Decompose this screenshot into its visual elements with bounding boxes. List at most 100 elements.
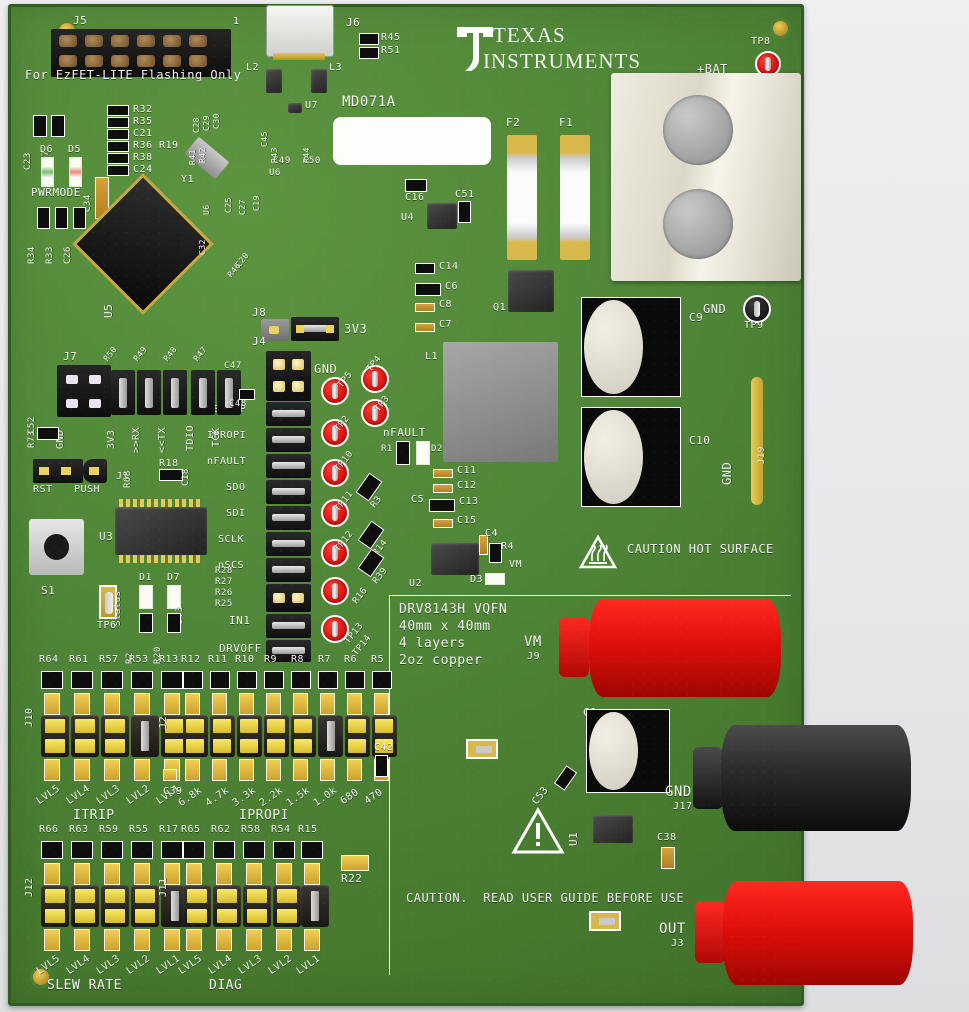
testpoint-tp11[interactable] bbox=[321, 499, 349, 527]
jumper-j7-rx[interactable] bbox=[137, 370, 161, 415]
refdes-d1: D1 bbox=[139, 572, 153, 583]
gnd-loop-j19[interactable] bbox=[751, 377, 763, 505]
testpoint-tp3[interactable] bbox=[361, 399, 389, 427]
refdes-r49: R49 bbox=[131, 344, 149, 363]
connector-label-j7: J7 bbox=[63, 350, 78, 363]
refdes-c16: C16 bbox=[405, 192, 425, 203]
jumper-sclk[interactable] bbox=[266, 532, 311, 556]
header-gap[interactable] bbox=[266, 584, 311, 612]
banana-barrel-gnd bbox=[693, 747, 723, 809]
jumper-ipropi[interactable] bbox=[266, 428, 311, 452]
jumper-nfault[interactable] bbox=[266, 454, 311, 478]
component-c39 bbox=[163, 769, 177, 781]
resistor-stack-left bbox=[107, 105, 129, 176]
refdes-r62: R62 bbox=[211, 824, 231, 835]
jumper-j8[interactable] bbox=[291, 317, 339, 341]
jumper-j7-tx[interactable] bbox=[163, 370, 187, 415]
inductor-l3 bbox=[311, 69, 327, 93]
testpoint-tp10[interactable] bbox=[321, 459, 349, 487]
refdes-u3: U3 bbox=[99, 530, 114, 543]
ic-u2 bbox=[431, 543, 479, 575]
tp-label-tp9: TP9 bbox=[744, 320, 764, 331]
fuse-f1 bbox=[560, 135, 590, 260]
refdes-c4: C4 bbox=[485, 528, 499, 539]
refdes-r27: R27 bbox=[215, 577, 233, 587]
refdes-r63: R63 bbox=[69, 824, 89, 835]
testpoint-tp6[interactable] bbox=[99, 585, 117, 619]
usb-connector-j6[interactable] bbox=[266, 5, 334, 57]
refdes-r13: R13 bbox=[159, 654, 179, 665]
ic-u1 bbox=[593, 815, 633, 843]
pin1-marker-j5: 1 bbox=[233, 16, 240, 27]
testpoint-tp9[interactable] bbox=[743, 295, 771, 323]
label-vm-jack: VM bbox=[524, 634, 542, 650]
header-j7-block1[interactable] bbox=[57, 365, 111, 417]
refdes-c29: C29 bbox=[202, 115, 211, 131]
jumper-j7-3v3[interactable] bbox=[111, 370, 135, 415]
testpoint-tp12[interactable] bbox=[321, 539, 349, 567]
led-d3 bbox=[485, 573, 505, 585]
jumper-push[interactable] bbox=[83, 459, 107, 483]
pcb-board: J5 1 For EzF bbox=[8, 4, 913, 1006]
component-c37 bbox=[51, 115, 65, 137]
banana-jack-out[interactable] bbox=[723, 881, 913, 985]
testpoint-tp14[interactable] bbox=[321, 615, 349, 643]
label-gnd-tp9: GND bbox=[703, 302, 727, 316]
jumper-column bbox=[266, 402, 311, 642]
jumper-j7-tck[interactable] bbox=[217, 370, 241, 415]
terminal-block-bat[interactable] bbox=[611, 73, 801, 281]
testpoint-tp8[interactable] bbox=[755, 51, 781, 77]
jumper-nsleep[interactable] bbox=[266, 402, 311, 426]
refdes-c5: C5 bbox=[411, 494, 425, 505]
label-vm-led: VM bbox=[509, 559, 523, 570]
refdes-r26: R26 bbox=[215, 588, 233, 598]
jumper-rst[interactable] bbox=[33, 459, 83, 483]
label-pwrmode: PWRMODE bbox=[31, 186, 81, 199]
connector-label-j4: J4 bbox=[252, 335, 267, 348]
header-j4[interactable] bbox=[266, 351, 311, 401]
jumper-label-nscs: nSCS bbox=[218, 560, 245, 571]
j5-pin-grid bbox=[55, 33, 227, 73]
jumper-nscs[interactable] bbox=[266, 558, 311, 582]
refdes-u1: U1 bbox=[567, 831, 580, 846]
component-c42 bbox=[375, 755, 388, 777]
pushbutton-s1[interactable] bbox=[29, 519, 84, 575]
j7-pin-label-tx: <<TX bbox=[157, 426, 168, 453]
mounting-hole-bottom-left bbox=[33, 969, 49, 985]
testpoint-tp5[interactable] bbox=[321, 377, 349, 405]
jumper-j7-tdio[interactable] bbox=[191, 370, 215, 415]
testpad-left[interactable] bbox=[466, 739, 498, 759]
j7-pin-label-rx: >>RX bbox=[131, 426, 142, 453]
bank-label-diag: DIAG bbox=[209, 978, 243, 993]
component-r34 bbox=[37, 207, 50, 229]
testpad-bottom[interactable] bbox=[589, 911, 621, 931]
transistor-q1 bbox=[508, 270, 554, 312]
refdes-r28: R28 bbox=[215, 566, 233, 576]
refdes-r6: R6 bbox=[344, 654, 358, 665]
jumper-sdo[interactable] bbox=[266, 480, 311, 504]
component-r4 bbox=[489, 543, 502, 563]
refdes-j3: J3 bbox=[671, 938, 685, 949]
ic-u4 bbox=[427, 203, 457, 229]
label-j4-gnd: GND bbox=[314, 362, 338, 376]
refdes-r35: R35 bbox=[133, 116, 153, 127]
testpoint-tp13[interactable] bbox=[321, 577, 349, 605]
component-c44 bbox=[359, 47, 379, 59]
jumper-in1[interactable] bbox=[266, 614, 311, 638]
refdes-r50: R50 bbox=[101, 344, 119, 363]
component-r1 bbox=[396, 441, 410, 465]
refdes-c18: C18 bbox=[181, 468, 191, 486]
refdes-c19: C27 bbox=[238, 199, 247, 215]
refdes-c30: C30 bbox=[212, 113, 221, 129]
refdes-l1: L1 bbox=[425, 351, 439, 362]
inductor-l2 bbox=[266, 69, 282, 93]
testpoint-tp2[interactable] bbox=[321, 419, 349, 447]
testpoint-tp4[interactable] bbox=[361, 365, 389, 393]
device-note-line3: 4 layers bbox=[399, 636, 466, 651]
jumper-drvoff[interactable] bbox=[266, 640, 311, 662]
jumper-sdi[interactable] bbox=[266, 506, 311, 530]
bank-label-slewrate: SLEW RATE bbox=[47, 978, 122, 993]
warning-triangle-icon bbox=[511, 806, 565, 855]
banana-jack-gnd[interactable] bbox=[721, 725, 911, 831]
banana-jack-vm[interactable] bbox=[589, 599, 781, 697]
